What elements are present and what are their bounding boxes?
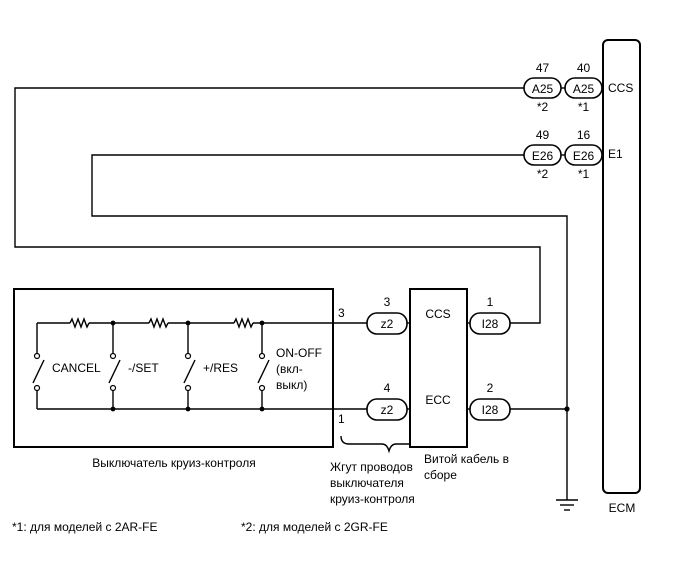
spiral-cable-label-1: Витой кабель в (424, 452, 509, 466)
connector-i28-top: I28 1 (469, 295, 511, 335)
connector-pin: 49 (536, 128, 550, 142)
switch-block-pin-top: 3 (338, 306, 345, 320)
resistor-icon (69, 317, 90, 329)
ecm-pin-e1-label: E1 (608, 147, 623, 161)
connector-name: A25 (573, 82, 595, 96)
switch-block-box (13, 288, 334, 448)
switch-icon (183, 323, 196, 409)
connector-pin: 4 (384, 381, 391, 395)
connector-z2-bottom: z2 4 (366, 381, 408, 421)
wire-e1 (91, 154, 568, 490)
connector-pin: 40 (577, 61, 591, 75)
connector-name: E26 (573, 149, 595, 163)
harness-label-3: круиз-контроля (330, 492, 415, 506)
connector-pin: 2 (487, 381, 494, 395)
switch-onoff-label-1: ON-OFF (276, 346, 322, 360)
connector-pin: 3 (384, 295, 391, 309)
switch-icon (257, 323, 270, 409)
connector-name: z2 (381, 317, 394, 331)
resistor-icon (148, 317, 169, 329)
connector-note: *1 (578, 167, 590, 181)
switch-circuit (32, 317, 333, 412)
spiral-term-ccs: CCS (425, 307, 450, 321)
connector-name: E26 (532, 149, 554, 163)
switch-res-label: +/RES (203, 361, 238, 375)
connector-name: I28 (482, 317, 499, 331)
ecm-pin-ccs-label: CCS (608, 81, 633, 95)
harness-label-2: выключателя (330, 476, 404, 490)
connector-name: z2 (381, 403, 394, 417)
switch-icon (108, 323, 121, 409)
switch-onoff-label-2: (вкл- (276, 362, 303, 376)
connector-name: A25 (532, 82, 554, 96)
switch-icon (32, 323, 45, 409)
connector-pin: 1 (487, 295, 494, 309)
footnote-2: *2: для моделей с 2GR-FE (241, 520, 388, 534)
harness-label-1: Жгут проводов (330, 460, 413, 474)
switch-block-caption: Выключатель круиз-контроля (92, 456, 255, 470)
connector-pin: 47 (536, 61, 550, 75)
footnote-1: *1: для моделей с 2AR-FE (12, 520, 158, 534)
switch-onoff-label-3: выкл) (276, 378, 307, 392)
connector-note: *1 (578, 100, 590, 114)
connector-note: *2 (537, 100, 549, 114)
ecm-label: ECM (609, 501, 636, 515)
connector-name: I28 (482, 403, 499, 417)
ecm-box (602, 39, 641, 494)
switch-cancel-label: CANCEL (52, 361, 101, 375)
connector-note: *2 (537, 167, 549, 181)
connector-e26-right: E26 16 *1 (564, 128, 603, 181)
resistor-icon (233, 317, 254, 329)
junction-dot (564, 406, 570, 412)
connector-pin: 16 (577, 128, 591, 142)
switch-block-pin-bottom: 1 (338, 412, 345, 426)
switch-set-label: -/SET (128, 361, 159, 375)
wire-ccs (14, 87, 541, 324)
ground-icon (556, 490, 578, 511)
spiral-term-ecc: ECC (425, 393, 451, 407)
spiral-cable-label-2: сборе (424, 468, 457, 482)
connector-a25-right: A25 40 *1 (564, 61, 603, 114)
spiral-cable-box (409, 288, 468, 448)
connector-i28-bottom: I28 2 (469, 381, 511, 421)
connector-a25-left: A25 47 *2 (523, 61, 562, 114)
connector-z2-top: z2 3 (366, 295, 408, 335)
connector-e26-left: E26 49 *2 (523, 128, 562, 181)
